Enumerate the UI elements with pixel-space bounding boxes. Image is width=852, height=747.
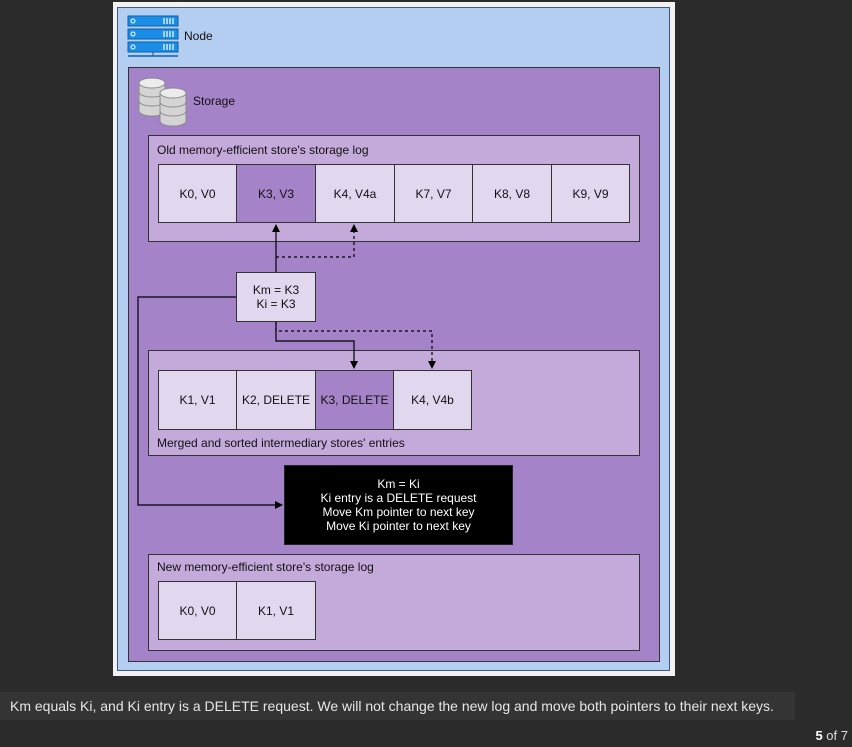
new-log-entry: K0, V0 (158, 581, 237, 640)
pager-total: 7 (840, 728, 848, 743)
old-log-entry-current: K3, V3 (236, 164, 316, 223)
server-icon (127, 15, 179, 57)
slide-caption: Km equals Ki, and Ki entry is a DELETE r… (0, 692, 795, 720)
database-icon (137, 75, 189, 127)
old-log-entry: K0, V0 (158, 164, 237, 223)
pointer-box: Km = K3 Ki = K3 (236, 272, 316, 322)
node-label: Node (184, 29, 213, 43)
intermediary-entry: K2, DELETE (236, 370, 316, 430)
slide-pager: 5 of 7 (815, 728, 848, 743)
message-line: Move Km pointer to next key (322, 505, 475, 519)
intermediary-title: Merged and sorted intermediary stores' e… (157, 436, 405, 450)
message-line: Move Ki pointer to next key (326, 519, 471, 533)
pager-separator: of (822, 728, 841, 743)
message-line: Km = Ki (377, 477, 420, 491)
decision-message-box: Km = Ki Ki entry is a DELETE request Mov… (284, 465, 513, 545)
new-log-title: New memory-efficient store's storage log (157, 560, 374, 574)
intermediary-entry-current: K3, DELETE (315, 370, 394, 430)
pager-current: 5 (815, 728, 823, 743)
intermediary-entry: K1, V1 (158, 370, 237, 430)
old-log-entry: K9, V9 (551, 164, 630, 223)
old-log-entry: K4, V4a (315, 164, 395, 223)
storage-label: Storage (193, 94, 236, 108)
intermediary-entry: K4, V4b (393, 370, 472, 430)
old-log-title: Old memory-efficient store's storage log (157, 143, 369, 157)
ki-pointer-text: Ki = K3 (256, 297, 296, 311)
message-line: Ki entry is a DELETE request (320, 491, 477, 505)
km-pointer-text: Km = K3 (252, 283, 300, 297)
old-log-entry: K8, V8 (472, 164, 552, 223)
new-log-entry: K1, V1 (236, 581, 316, 640)
old-log-entry: K7, V7 (394, 164, 473, 223)
